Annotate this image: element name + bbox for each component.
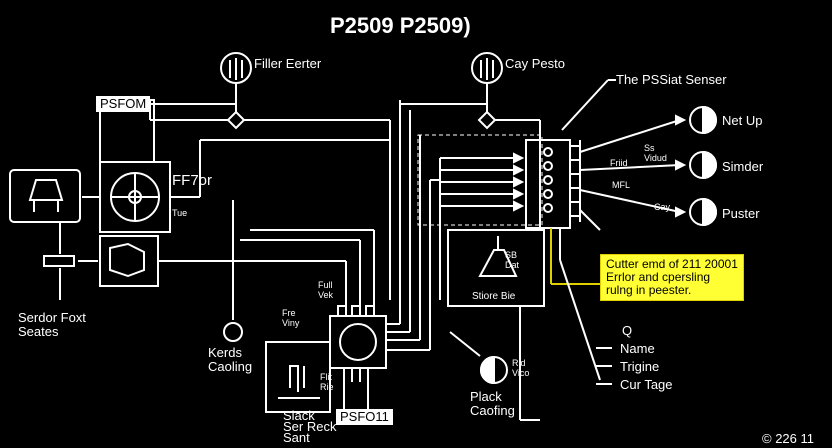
slack-ser-reck-label: Slack Ser Reck Sant	[283, 408, 337, 445]
slack-pin-icon	[289, 365, 305, 392]
net-up-label: Net Up	[722, 113, 763, 128]
fre-viny-label: Fre Viny	[282, 308, 300, 328]
rid-vico-label: Rid Vico	[512, 358, 530, 378]
cay-bulb-icon	[471, 52, 503, 100]
psfo11-label: PSFO11	[336, 409, 393, 425]
cay-pesto-label: Cay Pesto	[505, 56, 565, 71]
junction-right	[477, 110, 497, 130]
plack-caofing-label: Plack Caofing	[470, 389, 515, 418]
simder-label: Simder	[722, 159, 764, 174]
legend-trigine: Trigine	[620, 359, 660, 374]
junction-left	[226, 110, 246, 130]
ss-vidud-label: Ss Vidud	[644, 143, 667, 163]
filler-bulb-icon	[220, 52, 252, 100]
kerds-sensor-icon	[223, 322, 243, 342]
page-title: P2509 P2509)	[330, 13, 471, 38]
filler-eerter-label: Filler Eerter	[254, 56, 322, 71]
stiore-frame	[447, 229, 545, 307]
psfom-label: PSFOM	[96, 96, 151, 112]
cay-label: Cay	[654, 202, 671, 212]
puster-label: Puster	[722, 206, 760, 221]
legend-cur-tage: Cur Tage	[620, 377, 673, 392]
stiore-icon	[478, 249, 518, 277]
frid-label: Friid	[610, 158, 628, 168]
mfl-label: MFL	[612, 180, 630, 190]
sb-dat-label: SB Dat	[505, 250, 520, 270]
copyright-label: © 226 11	[762, 431, 814, 446]
ff7-label: FF7or	[172, 172, 213, 189]
ff7-sub-label: Tue	[172, 208, 188, 218]
kerds-caoling-label: Kerds Caoling	[208, 345, 253, 374]
error-note: Cutter emd of 211 20001 Errlor and cpers…	[600, 254, 744, 301]
serdor-foxt-label: Serdor Foxt Seates	[18, 310, 86, 339]
left-actuator-box	[9, 169, 81, 223]
pssiat-senser-label: The PSSiat Senser	[616, 72, 727, 87]
legend-name: Name	[620, 341, 655, 356]
flit-rie-label: Flit Rie	[320, 372, 334, 392]
left-resistor	[43, 255, 75, 267]
stiore-bie-label: Stiore Bie	[472, 291, 516, 302]
ful-vek-label: Full Vek	[318, 280, 334, 300]
horn-icon	[109, 242, 145, 278]
legend-q: Q	[622, 323, 633, 338]
pssiat-sensor-block	[525, 139, 571, 229]
